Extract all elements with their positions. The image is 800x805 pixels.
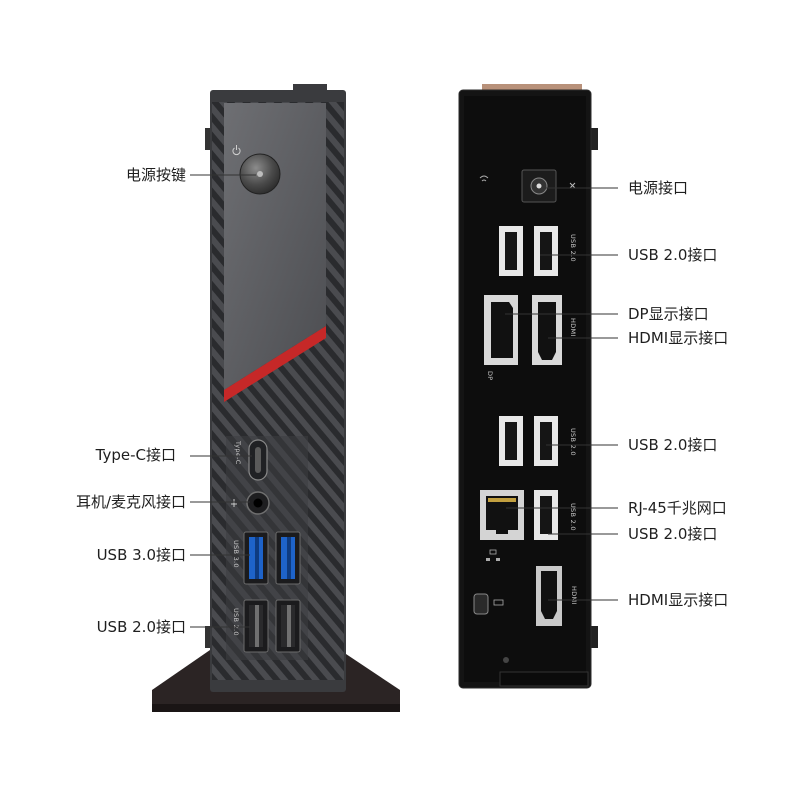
hdmi-port-bottom bbox=[536, 566, 562, 626]
power-button[interactable] bbox=[239, 153, 281, 195]
headset-icon bbox=[231, 499, 237, 507]
usb3-port-right bbox=[275, 531, 301, 585]
usb-single-low bbox=[534, 490, 558, 540]
callout-power-jack: 电源接口 bbox=[628, 179, 689, 197]
usb3-port-left bbox=[243, 531, 269, 585]
usb2-port-right bbox=[275, 599, 301, 653]
hdmi-mark: HDMI bbox=[569, 318, 577, 337]
power-in-icon bbox=[569, 182, 576, 189]
wifi-icon bbox=[479, 175, 489, 182]
callout-power-button: 电源按键 bbox=[125, 166, 186, 184]
type-c-mark: Type-C bbox=[234, 440, 242, 465]
power-jack bbox=[521, 169, 557, 203]
lock-slot bbox=[473, 593, 489, 615]
callout-hdmi-bottom: HDMI显示接口 bbox=[628, 591, 729, 609]
usb-low-mark: USB 2.0 bbox=[569, 503, 577, 531]
callout-usb2-low: USB 2.0接口 bbox=[628, 525, 718, 543]
callout-type-c: Type-C接口 bbox=[95, 446, 176, 464]
front-unit: Type-C USB 3.0 USB 2.0 bbox=[152, 84, 400, 712]
callout-usb2-top: USB 2.0接口 bbox=[628, 246, 718, 264]
network-icon bbox=[486, 549, 500, 561]
usb-pair-mid bbox=[499, 416, 558, 466]
hdmi-low-mark: HDMI bbox=[570, 586, 578, 605]
dp-mark: DP bbox=[486, 371, 494, 381]
callout-usb2-mid: USB 2.0接口 bbox=[628, 436, 718, 454]
battery-icon bbox=[493, 599, 504, 606]
callout-dp: DP显示接口 bbox=[628, 305, 709, 323]
callout-rj45: RJ-45千兆网口 bbox=[628, 499, 727, 517]
usb2-port-left bbox=[243, 599, 269, 653]
rear-unit: USB 2.0 DP HDMI USB 2.0 bbox=[458, 84, 618, 689]
rj45-port bbox=[480, 490, 524, 540]
callout-usb3: USB 3.0接口 bbox=[96, 546, 186, 564]
rear-leader-lines bbox=[505, 187, 618, 601]
usb2-mark: USB 2.0 bbox=[232, 608, 240, 636]
usb3-mark: USB 3.0 bbox=[232, 540, 240, 568]
accent-stripe bbox=[224, 326, 326, 402]
front-leader-lines bbox=[190, 174, 256, 628]
callout-audio: 耳机/麦克风接口 bbox=[75, 493, 186, 511]
callout-hdmi-top: HDMI显示接口 bbox=[628, 329, 729, 347]
usb-pair-top bbox=[499, 226, 558, 276]
power-symbol-icon bbox=[232, 145, 241, 156]
hdmi-port-top bbox=[532, 295, 562, 365]
usb-top-mark: USB 2.0 bbox=[569, 234, 577, 262]
callout-usb2: USB 2.0接口 bbox=[96, 618, 186, 636]
dp-port bbox=[484, 295, 518, 365]
usb-mid-mark: USB 2.0 bbox=[569, 428, 577, 456]
